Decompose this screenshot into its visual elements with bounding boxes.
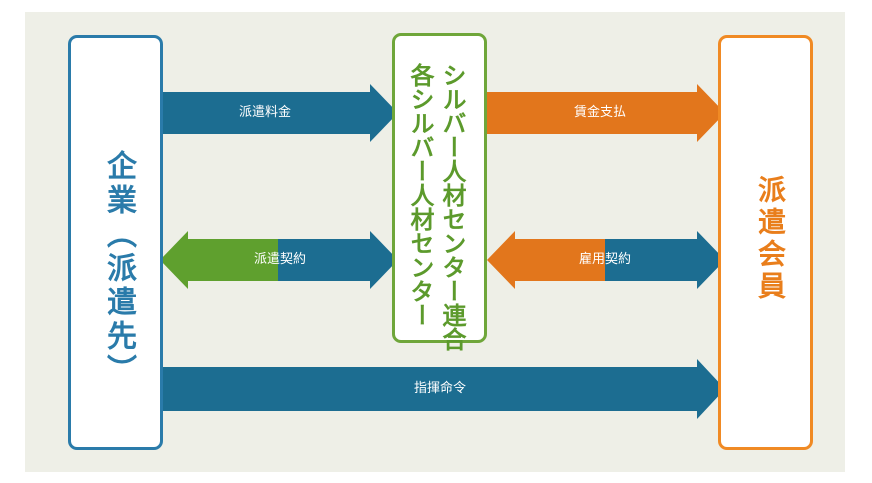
wage-payment-label: 賃金支払 (573, 105, 626, 120)
silver-center-box (392, 33, 487, 343)
employment-contract-arrow-left (487, 231, 605, 289)
command-order-label: 指揮命令 (413, 381, 466, 396)
silver-center-label-line2: 各シルバー人材センター (406, 63, 434, 327)
dispatch-fee-arrow (163, 84, 398, 142)
employment-contract-arrow-right (605, 231, 725, 289)
wage-payment-arrow (487, 84, 725, 142)
dispatch-member-label: 派遣会員 (754, 175, 787, 303)
dispatch-contract-arrow-right (278, 231, 398, 289)
dispatch-contract-arrow-left (160, 231, 278, 289)
command-order-arrow (163, 359, 725, 419)
company-box (68, 35, 163, 450)
dispatch-fee-label: 派遣料金 (238, 105, 291, 120)
company-label: 企業（派遣先） (101, 150, 136, 388)
dispatch-member-box (718, 35, 813, 450)
silver-center-label: シルバー人材センター連合 各シルバー人材センター (404, 63, 468, 351)
employment-contract-label: 雇用契約 (578, 252, 631, 267)
dispatch-contract-label: 派遣契約 (253, 252, 306, 267)
silver-center-label-line1: シルバー人材センター連合 (438, 63, 466, 351)
